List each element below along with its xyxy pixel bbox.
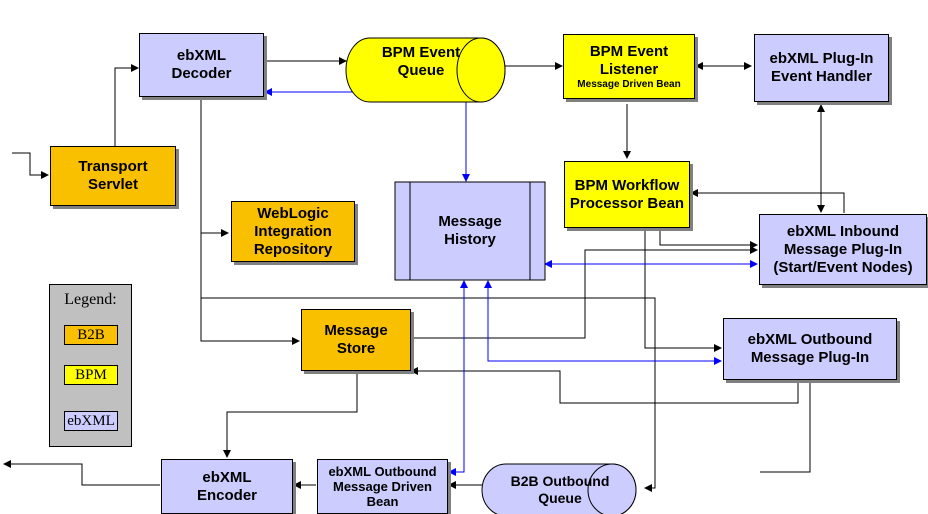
weblogic-integration-repository: WebLogic Integration Repository	[231, 201, 355, 262]
legend: Legend: B2B BPM ebXML	[49, 284, 132, 447]
edge-history-outbound-plugin	[484, 280, 722, 365]
bpm-event-listener: BPM Event Listener Message Driven Bean	[563, 34, 695, 99]
ebxml-plugin-event-handler: ebXML Plug-In Event Handler	[754, 34, 889, 102]
legend-key-bpm: BPM	[64, 365, 118, 385]
bpm-event-listener-label: BPM Event Listener	[589, 42, 669, 78]
edge-history-mdb	[448, 280, 468, 476]
ebxml-encoder: ebXML Encoder	[161, 459, 293, 514]
edge-decoder-outbound-plugin	[201, 297, 656, 492]
bpm-workflow-processor-bean-label: BPM Workflow Processor Bean	[569, 176, 685, 212]
ebxml-inbound-message-plugin-label: ebXML Inbound Message Plug-In (Start/Eve…	[773, 222, 913, 276]
legend-key-ebxml: ebXML	[64, 411, 118, 431]
transport-servlet-label: Transport Servlet	[78, 158, 148, 193]
message-history-label: Message History	[438, 213, 502, 248]
message-history: Message History	[410, 182, 530, 280]
message-store-label: Message Store	[324, 322, 388, 357]
ebxml-inbound-message-plugin: ebXML Inbound Message Plug-In (Start/Eve…	[759, 214, 927, 285]
b2b-outbound-queue-label: B2B Outbound Queue	[510, 473, 610, 506]
edge-inbound-workflow	[690, 189, 845, 213]
edge-workflow-outbound-plugin	[644, 230, 722, 352]
ebxml-outbound-message-plugin-label: ebXML Outbound Message Plug-In	[747, 331, 873, 366]
ebxml-encoder-label: ebXML Encoder	[196, 468, 257, 504]
edge-input-transport	[12, 152, 49, 179]
edge-outbound-plugin-queue	[760, 380, 811, 473]
edge-encoder-output	[3, 460, 160, 486]
legend-title: Legend:	[64, 291, 117, 308]
ebxml-decoder: ebXML Decoder	[139, 33, 264, 97]
edge-transport-decoder	[114, 64, 139, 146]
ebxml-outbound-message-driven-bean: ebXML Outbound Message Driven Bean	[317, 459, 448, 514]
bpm-workflow-processor-bean: BPM Workflow Processor Bean	[564, 161, 690, 228]
edge-store-encoder	[223, 373, 358, 458]
message-history-shape	[394, 181, 546, 281]
edge-history-decoder	[264, 88, 470, 182]
legend-key-b2b: B2B	[64, 325, 118, 345]
transport-servlet: Transport Servlet	[50, 146, 176, 206]
b2b-outbound-queue-shape	[481, 463, 637, 514]
ebxml-outbound-message-driven-bean-label: ebXML Outbound Message Driven Bean	[328, 464, 437, 509]
ebxml-outbound-message-plugin: ebXML Outbound Message Plug-In	[723, 318, 897, 380]
edge-decoder-repository	[200, 97, 229, 237]
edge-workflow-inbound	[659, 230, 758, 249]
message-store: Message Store	[301, 309, 411, 371]
weblogic-integration-repository-label: WebLogic Integration Repository	[253, 204, 333, 258]
edge-decoder-store	[200, 233, 300, 345]
bpm-event-queue-shape	[345, 37, 506, 103]
bpm-event-queue-label: BPM Event Queue	[381, 44, 461, 79]
bpm-event-listener-sublabel: Message Driven Bean	[577, 78, 681, 90]
ebxml-decoder-label: ebXML Decoder	[171, 47, 232, 82]
ebxml-plugin-event-handler-label: ebXML Plug-In Event Handler	[769, 50, 874, 85]
edge-outbound-plugin-store	[410, 367, 799, 404]
